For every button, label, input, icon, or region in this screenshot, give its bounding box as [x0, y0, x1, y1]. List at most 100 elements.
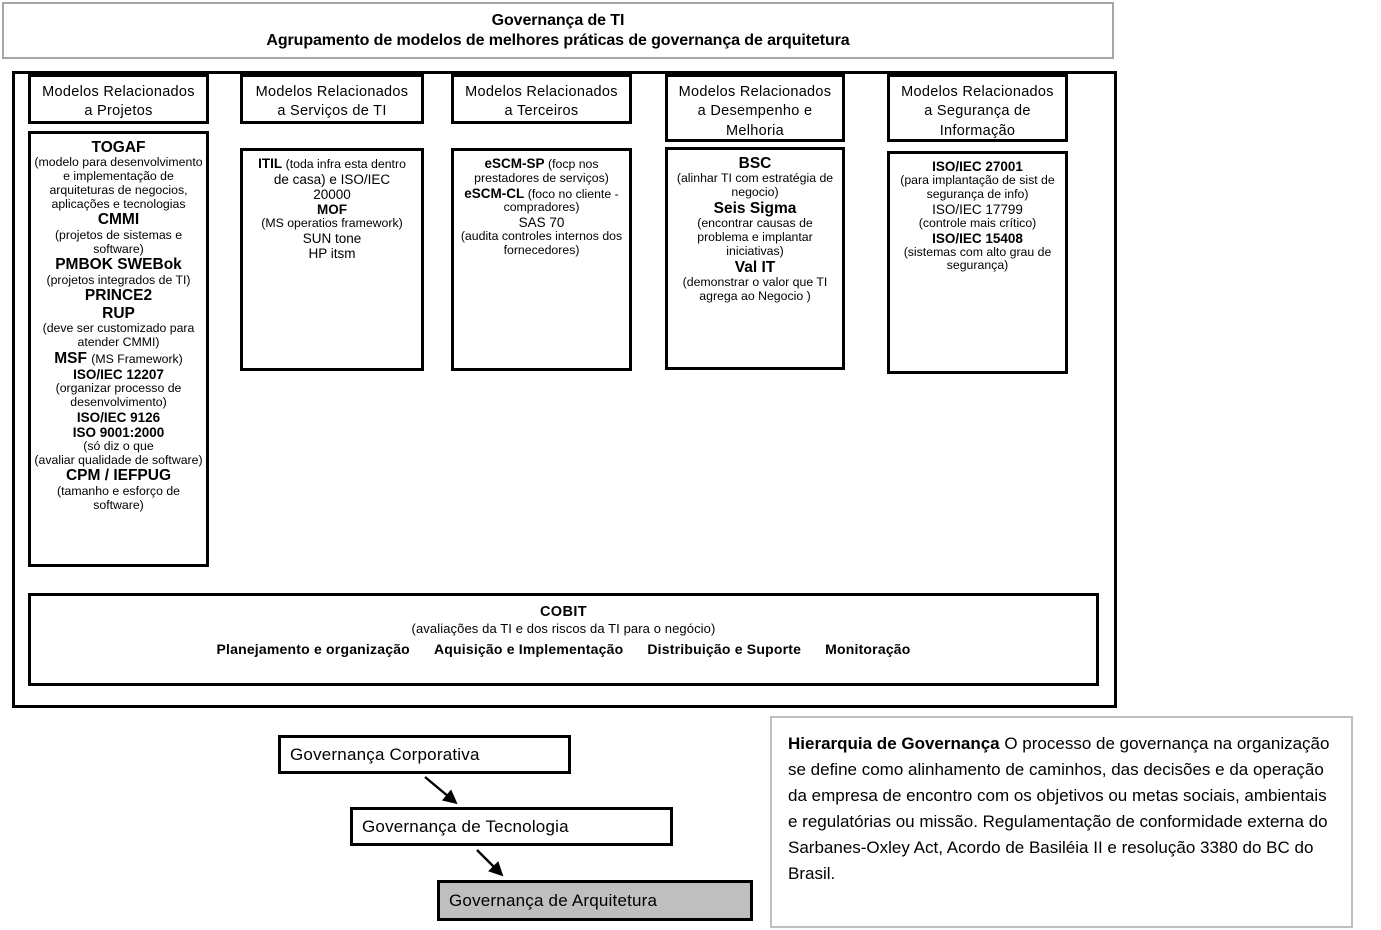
- column-terceiros: Modelos Relacionados a Terceiros eSCM-SP…: [451, 74, 632, 371]
- model-item-note: (toda infra esta dentro: [285, 157, 406, 171]
- column-title-servicos-ti: Modelos Relacionados a Serviços de TI: [240, 74, 424, 124]
- model-item-name: ITIL: [258, 156, 286, 171]
- page-subtitle: Agrupamento de modelos de melhores práti…: [266, 31, 850, 49]
- model-item-note: (focp nos: [547, 157, 599, 171]
- model-item: negocio): [731, 185, 779, 200]
- model-item: TOGAF: [91, 139, 146, 156]
- model-item: prestadores de serviços): [474, 170, 609, 185]
- column-body-seguranca-informacao: ISO/IEC 27001(para implantação de sist d…: [887, 151, 1068, 374]
- model-item: 20000: [313, 186, 351, 202]
- model-item: BSC: [738, 155, 772, 172]
- column-seguranca-informacao: Modelos Relacionados a Segurança de Info…: [887, 74, 1068, 374]
- model-item: PRINCE2: [84, 287, 153, 305]
- hierarchy-arrows: [424, 776, 504, 877]
- model-item: ISO/IEC 17799: [932, 201, 1023, 217]
- model-item: desenvolvimento): [70, 394, 167, 409]
- model-item: (modelo para desenvolvimento: [34, 155, 203, 170]
- model-item: (audita controles internos dos: [460, 229, 623, 244]
- arrow-corporativa-to-tecnologia: [424, 776, 458, 805]
- hierarquia-de-governanca-panel: Hierarquia de Governança O processo de g…: [770, 716, 1353, 928]
- cobit-domain: Monitoração: [825, 641, 911, 657]
- model-item: (avaliar qualidade de software): [34, 452, 203, 467]
- column-servicos-ti: Modelos Relacionados a Serviços de TI IT…: [240, 74, 424, 371]
- model-item: MSF (MS Framework): [34, 350, 203, 367]
- hierarchy-box-governanca-tecnologia[interactable]: Governança de Tecnologia: [350, 807, 673, 846]
- model-item: (projetos de sistemas e: [54, 227, 183, 242]
- panel-body-text: O processo de governança na organização …: [788, 734, 1330, 883]
- model-item-note: (MS Framework): [91, 351, 183, 366]
- model-item: atender CMMI): [77, 334, 160, 349]
- model-item: (só diz o que: [83, 438, 154, 453]
- column-title-desempenho-melhoria: Modelos Relacionados a Desempenho e Melh…: [665, 74, 845, 142]
- model-item: segurança): [946, 258, 1009, 273]
- column-title-seguranca-informacao: Modelos Relacionados a Segurança de Info…: [887, 74, 1068, 142]
- model-item: CPM / IEFPUG: [65, 467, 172, 485]
- model-item-note: (foco no cliente -: [527, 186, 619, 201]
- column-title-terceiros: Modelos Relacionados a Terceiros: [451, 74, 632, 124]
- cobit-box: COBIT (avaliações da TI e dos riscos da …: [28, 593, 1099, 686]
- model-item: fornecedores): [503, 242, 580, 257]
- model-item: (sistemas com alto grau de: [903, 244, 1052, 259]
- cobit-domain: Aquisição e Implementação: [433, 641, 624, 657]
- panel-lead-label: Hierarquia de Governança: [788, 734, 1000, 753]
- column-title-projetos: Modelos Relacionados a Projetos: [28, 74, 209, 124]
- cobit-domain: Distribuição e Suporte: [647, 641, 802, 657]
- model-item: (para implantação de sist de: [900, 173, 1055, 188]
- model-item: (encontrar causas de: [697, 216, 813, 231]
- model-item: segurança de info): [926, 186, 1029, 201]
- models-grouping-frame: Modelos Relacionados a Projetos TOGAF(mo…: [12, 71, 1117, 708]
- model-item-name: eSCM-SP: [484, 156, 548, 171]
- model-item: ISO/IEC 12207: [73, 367, 164, 383]
- model-item: software): [93, 241, 144, 256]
- model-item: ISO/IEC 9126: [76, 409, 161, 425]
- model-item: aplicações e tecnologias: [51, 196, 186, 211]
- model-item: ITIL (toda infra esta dentro: [246, 156, 418, 172]
- model-item: PMBOK SWEBok: [55, 256, 182, 274]
- model-item: (projetos integrados de TI): [46, 272, 191, 287]
- column-desempenho-melhoria: Modelos Relacionados a Desempenho e Melh…: [665, 74, 845, 370]
- model-item-name: eSCM-CL: [464, 185, 528, 201]
- model-item: de casa) e ISO/IEC: [273, 171, 391, 187]
- model-item: eSCM-SP (focp nos: [457, 156, 626, 172]
- model-item: compradores): [503, 200, 580, 215]
- model-item: (MS operatios framework): [261, 216, 403, 231]
- model-item: ISO/IEC 15408: [932, 230, 1023, 246]
- model-item-name: MSF: [54, 349, 92, 367]
- model-item: Val IT: [734, 258, 776, 276]
- model-item: software): [93, 497, 144, 512]
- column-projetos: Modelos Relacionados a Projetos TOGAF(mo…: [28, 74, 209, 567]
- governance-hierarchy-diagram: Governança Corporativa Governança de Tec…: [0, 715, 770, 930]
- model-item: MOF: [317, 201, 347, 217]
- model-item: (tamanho e esforço de: [56, 483, 181, 498]
- hierarchy-box-governanca-corporativa[interactable]: Governança Corporativa: [278, 735, 571, 774]
- model-item: (alinhar TI com estratégia de: [676, 171, 834, 186]
- model-item: CMMI: [97, 211, 140, 229]
- model-item: arquiteturas de negocios,: [49, 182, 188, 197]
- model-item: agrega ao Negocio ): [699, 288, 811, 303]
- diagram-title-box: Governança de TI Agrupamento de modelos …: [2, 2, 1114, 59]
- cobit-title: COBIT: [539, 604, 588, 620]
- model-item: (deve ser customizado para: [42, 321, 195, 336]
- model-item: eSCM-CL (foco no cliente -: [457, 186, 626, 202]
- arrow-tecnologia-to-arquitetura: [476, 849, 504, 877]
- model-item: SAS 70: [518, 215, 565, 231]
- model-item: (controle mais crítico): [918, 215, 1037, 230]
- model-item: e implementação de: [63, 169, 174, 184]
- model-item: (demonstrar o valor que TI: [682, 274, 828, 289]
- model-item: RUP: [102, 304, 135, 322]
- model-item: ISO 9001:2000: [72, 424, 165, 440]
- page-title: Governança de TI: [491, 11, 625, 29]
- model-item: Seis Sigma: [713, 199, 797, 217]
- model-item: (organizar processo de: [55, 381, 182, 396]
- model-item: problema e implantar: [697, 230, 813, 245]
- cobit-subtitle: (avaliações da TI e dos riscos da TI par…: [411, 621, 716, 636]
- model-item: HP itsm: [308, 245, 356, 261]
- model-item: SUN tone: [302, 230, 362, 246]
- hierarchy-box-governanca-arquitetura[interactable]: Governança de Arquitetura: [437, 880, 753, 921]
- model-item: iniciativas): [726, 243, 784, 258]
